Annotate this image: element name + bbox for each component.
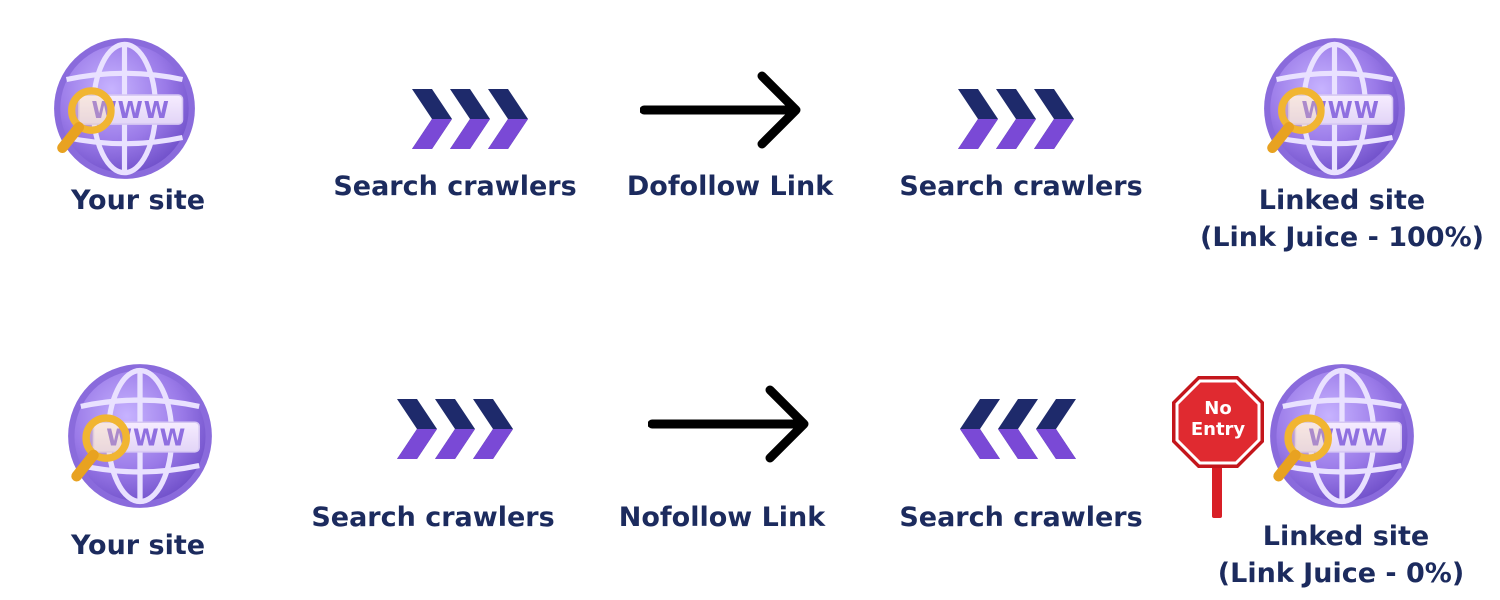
no-entry-sign-icon: No Entry bbox=[1168, 374, 1268, 520]
crawler2-label: Search crawlers bbox=[899, 502, 1143, 533]
arrow-right-icon bbox=[648, 384, 818, 464]
chevron-triple-icon bbox=[412, 88, 530, 150]
target-label: Linked site bbox=[1262, 521, 1430, 552]
www-globe-magnifier-icon bbox=[52, 36, 197, 181]
target-sublabel: (Link Juice - 0%) bbox=[1217, 558, 1465, 589]
target-sublabel: (Link Juice - 100%) bbox=[1200, 222, 1484, 253]
source-label: Your site bbox=[70, 530, 206, 561]
sign-text-line2: Entry bbox=[1191, 419, 1246, 440]
www-globe-magnifier-icon bbox=[1268, 362, 1416, 510]
link-label: Nofollow Link bbox=[618, 502, 826, 533]
link-label: Dofollow Link bbox=[626, 171, 834, 202]
target-label: Linked site bbox=[1258, 185, 1426, 216]
sign-text-line1: No bbox=[1204, 398, 1231, 419]
arrow-right-icon bbox=[640, 70, 810, 150]
crawler-label: Search crawlers bbox=[311, 502, 555, 533]
crawler2-label: Search crawlers bbox=[899, 171, 1143, 202]
source-label: Your site bbox=[70, 185, 206, 216]
chevron-triple-icon bbox=[958, 88, 1076, 150]
www-globe-magnifier-icon bbox=[1262, 36, 1407, 181]
www-globe-magnifier-icon bbox=[66, 362, 214, 510]
crawler-label: Search crawlers bbox=[333, 171, 577, 202]
chevron-triple-icon bbox=[397, 398, 515, 460]
chevron-triple-left-icon bbox=[958, 398, 1076, 460]
